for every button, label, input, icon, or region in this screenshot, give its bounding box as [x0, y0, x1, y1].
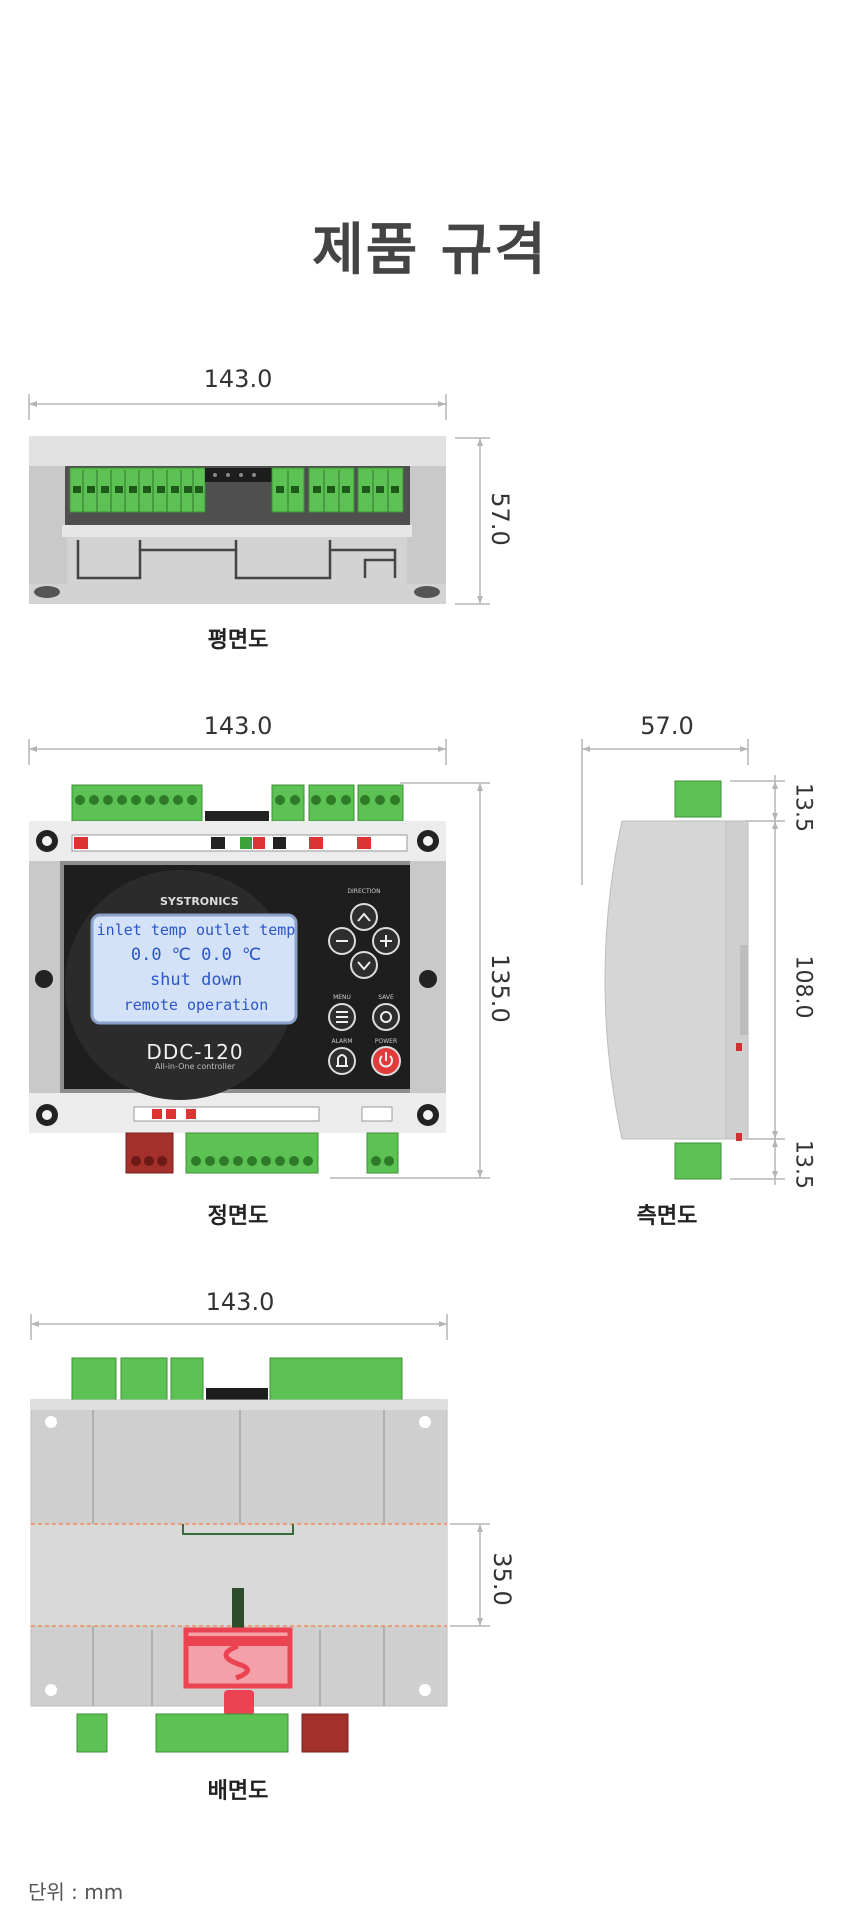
back-view-caption: 배면도 [207, 1779, 269, 1804]
top-view-caption: 평면도 [207, 628, 269, 653]
top-view-width-label: 143.0 [203, 365, 273, 393]
top-view-terminals [69, 467, 404, 513]
lcd-line-3: shut down [149, 970, 243, 990]
lcd-display [90, 913, 298, 1025]
unit-label: 단위 : mm [28, 1880, 124, 1904]
lcd-text: inlet temp outlet temp 0.0 ℃ 0.0 ℃ shut … [96, 918, 296, 1018]
side-view-bottom-segment: 13.5 [790, 1140, 816, 1189]
brand-logo: SYSTRONICS [160, 895, 239, 908]
side-view-drawing [581, 739, 785, 1185]
model-name: DDC-120 [146, 1040, 244, 1064]
menu-label: MENU [333, 994, 351, 1001]
front-view-height-label: 135.0 [486, 954, 514, 1023]
lcd-line-2: 0.0 ℃ 0.0 ℃ [130, 945, 262, 965]
model-subtitle: All-in-One controller [154, 1062, 236, 1071]
top-view-drawing [28, 394, 490, 605]
save-label: SAVE [378, 994, 394, 1001]
front-view-drawing [28, 739, 490, 1179]
side-view-caption: 측면도 [636, 1204, 698, 1229]
power-label: POWER [374, 1038, 398, 1045]
lcd-line-4: remote operation [123, 996, 269, 1014]
back-view-drawing [30, 1314, 490, 1753]
side-view-middle-segment: 108.0 [790, 955, 816, 1019]
page-title: 제품 규격 [312, 218, 548, 283]
side-view-width-label: 57.0 [640, 712, 694, 740]
lcd-line-1: inlet temp outlet temp [96, 921, 296, 939]
top-view-depth-label: 57.0 [486, 492, 514, 546]
back-view-width-label: 143.0 [205, 1288, 275, 1316]
front-view-width-label: 143.0 [203, 712, 273, 740]
side-view-top-segment: 13.5 [790, 783, 816, 832]
back-view-rail-label: 35.0 [488, 1552, 516, 1606]
front-view-caption: 정면도 [207, 1204, 269, 1229]
alarm-label: ALARM [331, 1038, 353, 1045]
direction-label: DIRECTION [347, 888, 381, 895]
